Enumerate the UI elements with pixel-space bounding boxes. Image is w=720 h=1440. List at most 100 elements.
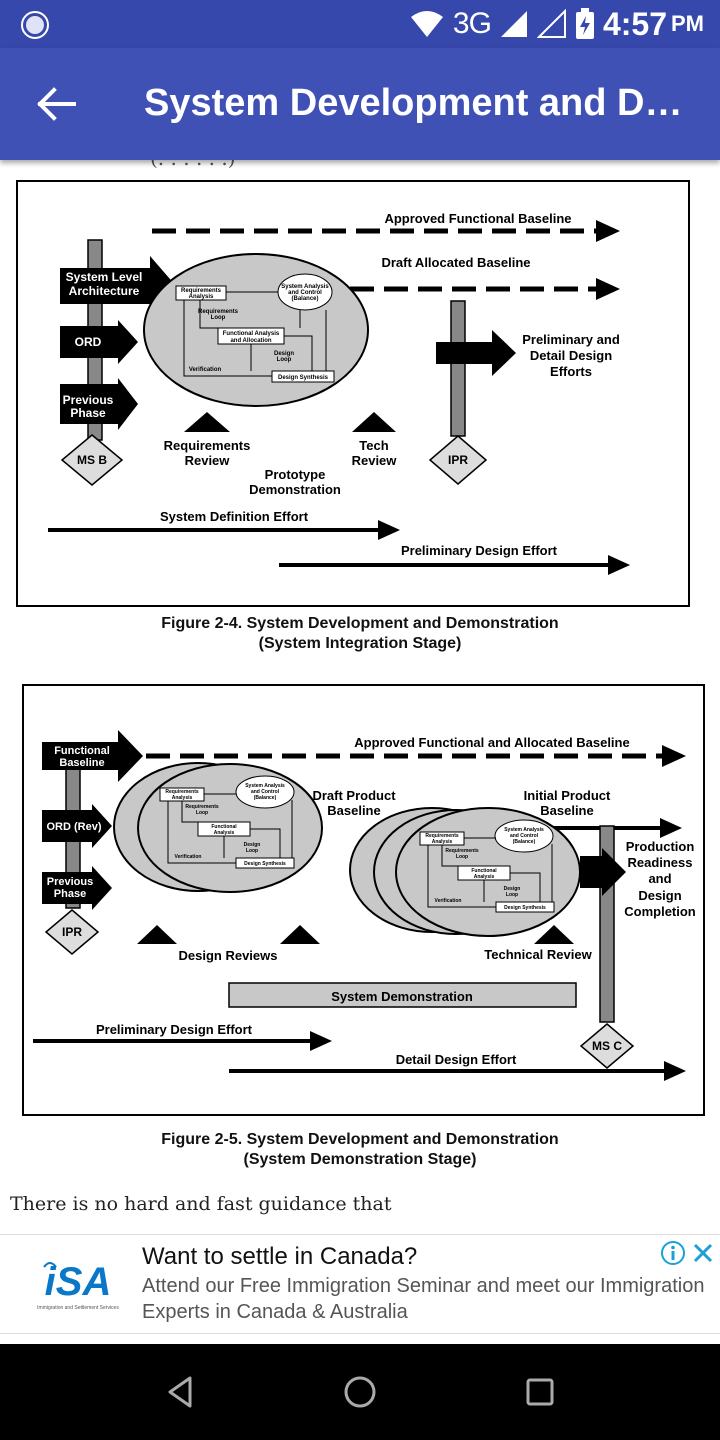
svg-text:Loop: Loop (456, 854, 468, 860)
se-process-loop-right: Requirements Analysis System Analysis an… (419, 819, 555, 913)
svg-text:Design: Design (244, 842, 261, 848)
svg-text:Verification: Verification (435, 898, 462, 904)
clock-ampm: PM (671, 11, 704, 36)
svg-text:Loop: Loop (211, 315, 226, 321)
signal-empty-icon (536, 9, 566, 38)
se-process-loop-left: Requirements Analysis System Analysis an… (159, 775, 295, 869)
document-content[interactable]: (. . . . . .) Approved Functional Baseli… (0, 160, 720, 1224)
se-process-loop: Requirements Analysis System Analysis an… (175, 273, 335, 383)
svg-text:Analysis: Analysis (172, 795, 193, 801)
caption-line-1: Figure 2-5. System Development and Demon… (161, 1131, 559, 1148)
clipped-text-fragment: (. . . . . .) (150, 160, 236, 170)
svg-text:Loop: Loop (506, 892, 518, 898)
label-draft-allocated-baseline: Draft Allocated Baseline (381, 255, 530, 270)
label-preliminary-design-effort-2: Preliminary Design Effort (96, 1022, 253, 1037)
square-recents-icon[interactable] (520, 1372, 560, 1412)
svg-text:Design Synthesis: Design Synthesis (244, 861, 286, 867)
svg-text:Loop: Loop (246, 848, 258, 854)
label-prototype-2: Demonstration (249, 482, 341, 497)
status-bar: 3G 4:57 PM (0, 0, 720, 48)
label-ord-rev: ORD (Rev) (46, 821, 101, 833)
caption-line-1: Figure 2-4. System Development and Demon… (161, 615, 559, 632)
label-architecture: Architecture (69, 284, 140, 298)
clock-time: 4:57 (602, 5, 667, 42)
caption-line-2: (System Integration Stage) (258, 635, 462, 652)
svg-text:Requirements: Requirements (185, 804, 219, 810)
app-bar: System Development and Demonstration (0, 48, 720, 160)
label-ms-c: MS C (592, 1039, 622, 1053)
svg-text:Design Synthesis: Design Synthesis (278, 375, 329, 381)
svg-text:Requirements: Requirements (198, 309, 239, 315)
label-detail-design-effort: Detail Design Effort (396, 1052, 517, 1067)
figure-2-5: Approved Functional and Allocated Baseli… (22, 684, 705, 1116)
figure-2-4: Approved Functional Baseline Draft Alloc… (16, 180, 690, 607)
navigation-bar (0, 1344, 720, 1440)
ad-description[interactable]: Attend our Free Immigration Seminar and … (142, 1275, 705, 1323)
label-tech-review-1: Tech (359, 438, 388, 453)
ad-banner[interactable]: iSA Immigration and Settlement Services … (0, 1234, 720, 1334)
network-type: 3G (452, 7, 492, 40)
label-approved-func-alloc: Approved Functional and Allocated Baseli… (354, 735, 629, 750)
signal-icon (500, 11, 527, 37)
label-initial-product-baseline: Baseline (540, 803, 593, 818)
svg-text:iSA: iSA (45, 1260, 112, 1304)
figure-diagrams: Approved Functional Baseline Draft Alloc… (16, 180, 705, 1116)
label-readiness: Readiness (627, 855, 692, 870)
arrow-back-icon[interactable] (30, 82, 82, 126)
svg-text:(Balance): (Balance) (254, 795, 277, 801)
label-and: and (648, 871, 671, 886)
label-ipr-2: IPR (62, 925, 82, 939)
svg-text:System Analysis: System Analysis (245, 783, 285, 789)
label-ord: ORD (75, 335, 102, 349)
label-technical-review: Technical Review (484, 947, 592, 962)
svg-text:and Control: and Control (510, 833, 539, 839)
label-draft-product: Draft Product (312, 788, 396, 803)
wifi-icon (410, 11, 443, 37)
label-req-review-2: Review (185, 453, 231, 468)
svg-text:Verification: Verification (189, 367, 222, 373)
svg-text:Analysis: Analysis (474, 874, 495, 880)
svg-text:(Balance): (Balance) (513, 839, 536, 845)
circle-home-icon[interactable] (340, 1372, 380, 1412)
label-production: Production (626, 839, 695, 854)
status-icons: 3G 4:57 PM (409, 0, 704, 48)
svg-text:Analysis: Analysis (189, 294, 214, 300)
svg-text:Functional: Functional (211, 824, 237, 830)
label-prelim-detail-1: Preliminary and (522, 332, 620, 347)
page-title: System Development and Demonstration (144, 82, 684, 124)
label-prototype-1: Prototype (265, 467, 326, 482)
label-system-demonstration: System Demonstration (331, 989, 473, 1004)
svg-text:Verification: Verification (175, 854, 202, 860)
svg-text:Analysis: Analysis (432, 839, 453, 845)
caption-line-2: (System Demonstration Stage) (243, 1151, 477, 1168)
label-previous-2: Previous (47, 876, 93, 888)
close-icon[interactable] (690, 1240, 716, 1266)
app-notification-icon (21, 11, 49, 39)
label-phase: Phase (70, 406, 106, 420)
figure-2-5-caption: Figure 2-5. System Development and Demon… (0, 1130, 720, 1170)
svg-text:Functional Analysis: Functional Analysis (223, 331, 280, 337)
svg-text:and Control: and Control (251, 789, 280, 795)
label-preliminary-design-effort-1: Preliminary Design Effort (401, 543, 558, 558)
ad-title[interactable]: Want to settle in Canada? (142, 1243, 418, 1270)
label-req-review-1: Requirements (164, 438, 251, 453)
svg-text:System Analysis: System Analysis (504, 827, 544, 833)
info-icon[interactable] (660, 1240, 686, 1266)
svg-text:and Control: and Control (288, 290, 322, 296)
isa-logo[interactable]: iSA Immigration and Settlement Services (36, 1257, 120, 1315)
svg-text:Requirements: Requirements (445, 848, 479, 854)
svg-text:(Balance): (Balance) (291, 296, 318, 302)
label-functional: Functional (54, 745, 110, 757)
figure-2-4-caption: Figure 2-4. System Development and Demon… (0, 614, 720, 654)
svg-text:and Allocation: and Allocation (230, 338, 271, 344)
label-approved-functional-baseline: Approved Functional Baseline (384, 211, 571, 226)
triangle-back-icon[interactable] (160, 1372, 200, 1412)
label-system-definition-effort: System Definition Effort (160, 509, 309, 524)
label-phase-2: Phase (54, 888, 86, 900)
svg-text:Design Synthesis: Design Synthesis (504, 905, 546, 911)
label-prelim-detail-2: Detail Design (530, 348, 612, 363)
label-ms-b: MS B (77, 453, 107, 467)
svg-text:Design: Design (274, 351, 294, 357)
battery-icon (575, 8, 594, 39)
label-functional-baseline: Baseline (59, 757, 104, 769)
